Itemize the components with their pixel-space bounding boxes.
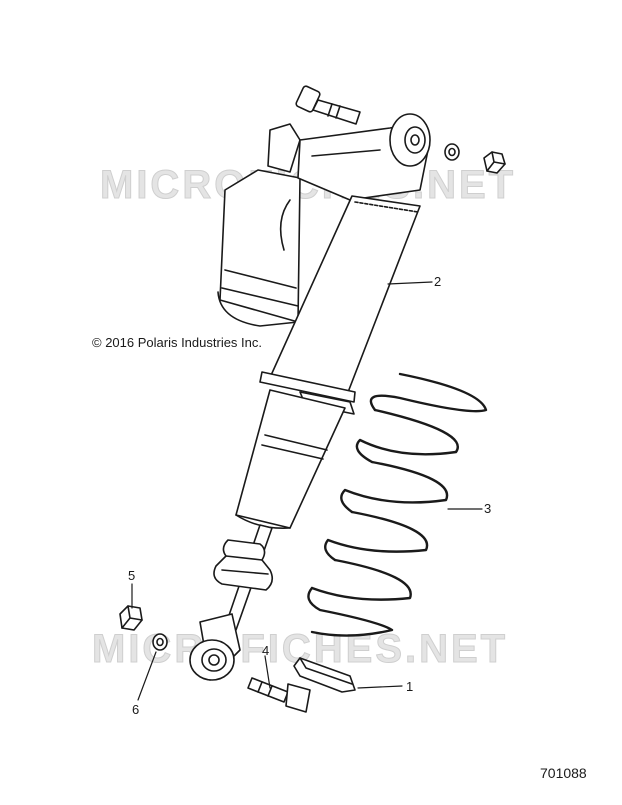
callout-4: 4: [262, 643, 270, 658]
bottom-nut: [119, 605, 143, 631]
shaft-bumper: [213, 524, 274, 631]
callout-6: 6: [132, 702, 140, 717]
bottom-washer: [152, 633, 168, 651]
spring-retainer: [293, 657, 356, 693]
top-nut: [483, 151, 506, 174]
callout-1: 1: [406, 679, 414, 694]
leader-lines: [131, 281, 483, 701]
callout-3: 3: [484, 501, 492, 516]
shock-body: [235, 195, 421, 530]
leader-2: [387, 281, 433, 285]
bottom-bolt: [247, 677, 311, 713]
top-eye-mount: [297, 113, 431, 201]
top-washer: [444, 143, 460, 161]
diagram-id: 701088: [540, 765, 587, 781]
top-bolt: [295, 85, 361, 125]
callout-2: 2: [434, 274, 442, 289]
leader-4: [264, 655, 271, 689]
reservoir: [217, 123, 301, 327]
bottom-eye-mount: [189, 613, 241, 681]
leader-6: [137, 651, 157, 701]
coil-spring: [307, 372, 488, 637]
leader-1: [357, 685, 403, 689]
callout-5: 5: [128, 568, 136, 583]
copyright-text: © 2016 Polaris Industries Inc.: [92, 335, 262, 350]
